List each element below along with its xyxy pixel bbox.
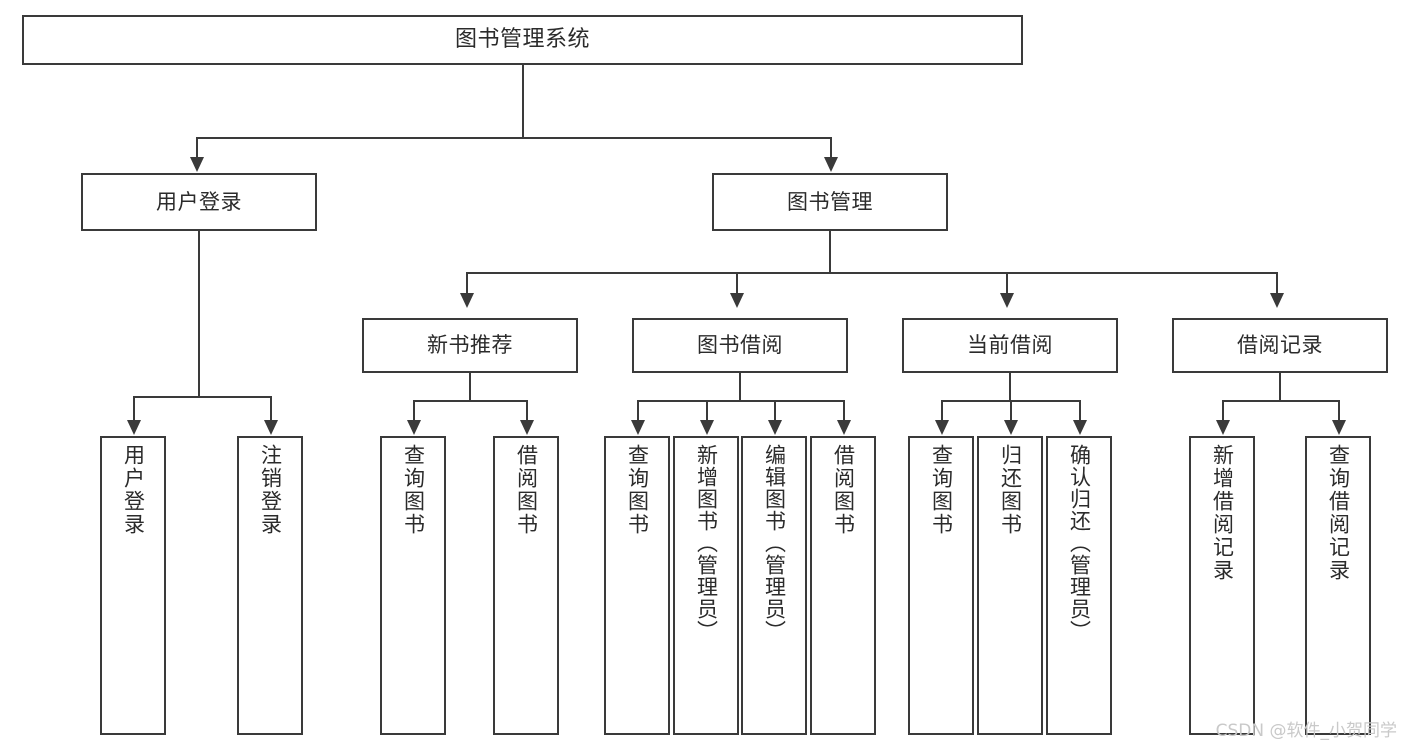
connector-root-down [522,65,524,137]
connector-book-borrow-bus [637,400,843,402]
leaf-nbr-query-books[interactable]: 查询图书 [380,436,446,735]
connector-user-login-bus [133,396,271,398]
connector-to-book-borrow [736,272,738,295]
leaf-br-query-record[interactable]: 查询借阅记录 [1305,436,1371,735]
arrow-to-current-borrow [1000,293,1014,308]
leaf-cb-query-books[interactable]: 查询图书 [908,436,974,735]
arrow-cb-child-2 [1004,420,1018,435]
connector-user-login-child-1 [133,396,135,422]
arrow-cb-child-1 [935,420,949,435]
node-label: 图书管理 [787,189,873,214]
connector-book-management-down [829,231,831,272]
connector-bb-child-1 [637,400,639,422]
node-label: 编辑图书（管理员） [762,444,787,642]
node-label: 新增图书（管理员） [694,444,719,642]
connector-to-new-book-recommend [466,272,468,295]
leaf-logout[interactable]: 注销登录 [237,436,303,735]
leaf-bb-edit-book-admin[interactable]: 编辑图书（管理员） [741,436,807,735]
connector-cb-child-2 [1010,400,1012,422]
arrow-to-book-borrow [730,293,744,308]
leaf-nbr-borrow-books[interactable]: 借阅图书 [493,436,559,735]
connector-br-child-1 [1222,400,1224,422]
node-borrow-record[interactable]: 借阅记录 [1172,318,1388,373]
connector-borrow-record-bus [1222,400,1339,402]
node-book-management[interactable]: 图书管理 [712,173,948,231]
node-label: 图书借阅 [697,333,783,358]
node-book-borrow[interactable]: 图书借阅 [632,318,848,373]
arrow-bb-child-1 [631,420,645,435]
leaf-cb-return-books[interactable]: 归还图书 [977,436,1043,735]
connector-to-user-login [196,137,198,159]
node-label: 查询图书 [625,444,650,536]
leaf-br-add-record[interactable]: 新增借阅记录 [1189,436,1255,735]
node-new-book-recommend[interactable]: 新书推荐 [362,318,578,373]
arrow-bb-child-2 [700,420,714,435]
arrow-user-login-child-1 [127,420,141,435]
leaf-cb-confirm-return-admin[interactable]: 确认归还（管理员） [1046,436,1112,735]
node-label: 注销登录 [258,444,283,536]
arrow-to-new-book-recommend [460,293,474,308]
node-label: 图书管理系统 [454,27,590,53]
connector-nbr-child-2 [526,400,528,422]
node-label: 用户登录 [156,189,242,214]
connector-bb-child-3 [774,400,776,422]
leaf-bb-add-book-admin[interactable]: 新增图书（管理员） [673,436,739,735]
leaf-user-login[interactable]: 用户登录 [100,436,166,735]
connector-to-book-management [830,137,832,159]
connector-to-borrow-record [1276,272,1278,295]
arrow-to-book-management [824,157,838,172]
connector-cb-child-3 [1079,400,1081,422]
arrow-user-login-child-2 [264,420,278,435]
node-label: 当前借阅 [967,333,1053,358]
node-label: 借阅记录 [1237,333,1323,358]
arrow-to-borrow-record [1270,293,1284,308]
node-label: 查询图书 [929,444,954,536]
leaf-bb-borrow-books[interactable]: 借阅图书 [810,436,876,735]
node-label: 归还图书 [998,444,1023,536]
node-label: 借阅图书 [831,444,856,536]
node-label: 借阅图书 [514,444,539,536]
arrow-bb-child-4 [837,420,851,435]
connector-user-login-child-2 [270,396,272,422]
connector-new-book-recommend-down [469,373,471,400]
arrow-cb-child-3 [1073,420,1087,435]
node-label: 查询借阅记录 [1326,444,1351,582]
arrow-nbr-child-1 [407,420,421,435]
node-user-login[interactable]: 用户登录 [81,173,317,231]
connector-book-management-bus [466,272,1276,274]
connector-current-borrow-down [1009,373,1011,400]
connector-book-borrow-down [739,373,741,400]
arrow-br-child-1 [1216,420,1230,435]
arrow-bb-child-3 [768,420,782,435]
connector-bb-child-4 [843,400,845,422]
leaf-bb-query-books[interactable]: 查询图书 [604,436,670,735]
connector-root-bus [196,137,830,139]
connector-br-child-2 [1338,400,1340,422]
connector-bb-child-2 [706,400,708,422]
arrow-br-child-2 [1332,420,1346,435]
connector-new-book-recommend-bus [413,400,527,402]
connector-nbr-child-1 [413,400,415,422]
connector-user-login-down [198,231,200,396]
csdn-watermark: CSDN @软件_小贺同学 [1215,721,1397,741]
node-label: 用户登录 [121,444,146,536]
connector-borrow-record-down [1279,373,1281,400]
arrow-to-user-login [190,157,204,172]
node-label: 新书推荐 [427,333,513,358]
node-root-book-management-system[interactable]: 图书管理系统 [22,15,1023,65]
arrow-nbr-child-2 [520,420,534,435]
connector-to-current-borrow [1006,272,1008,295]
node-label: 新增借阅记录 [1210,444,1235,582]
connector-cb-child-1 [941,400,943,422]
node-current-borrow[interactable]: 当前借阅 [902,318,1118,373]
node-label: 查询图书 [401,444,426,536]
node-label: 确认归还（管理员） [1067,444,1092,642]
